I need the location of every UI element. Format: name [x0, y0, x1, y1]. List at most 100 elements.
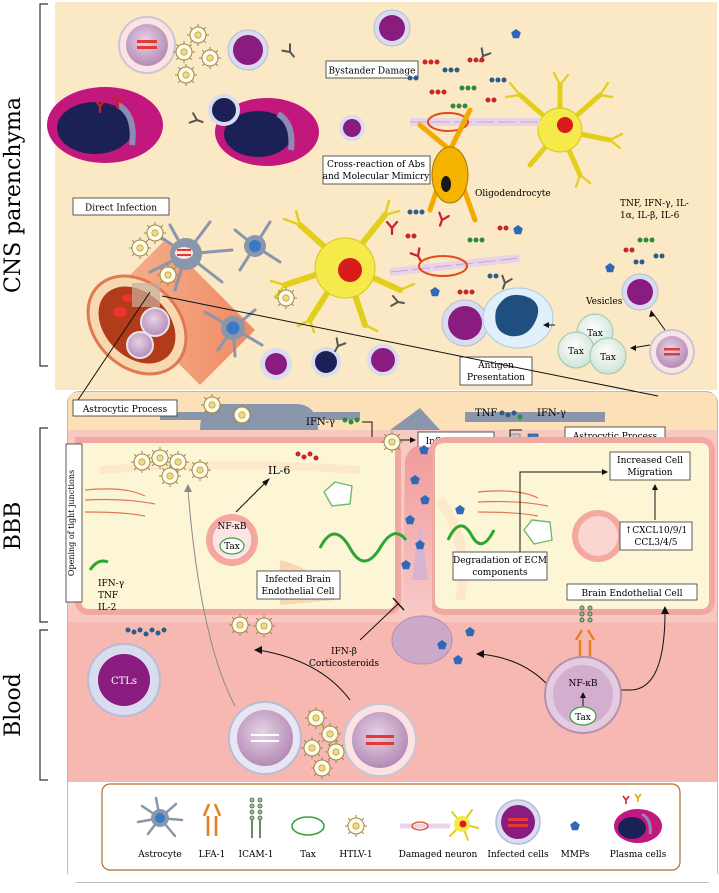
htlv1-virion [228, 613, 252, 637]
antigen-presentation-label-1: Antigen [477, 361, 514, 371]
ecm-fiber [318, 532, 408, 563]
bbb-cytokine-2: TNF [98, 591, 118, 601]
cytokines-label-1: TNF, IFN-γ, IL- [620, 199, 689, 209]
htlv1-virion [128, 236, 152, 260]
vesicle-tax-label: Tax [587, 329, 603, 339]
cytokine-dots [407, 57, 507, 109]
ecm-component [323, 481, 353, 507]
htlv1-virion [172, 40, 196, 64]
astrocytic-process-shape [160, 412, 360, 420]
legend-htlv1-icon [344, 814, 368, 838]
nfkb-label-right: NF-κB [569, 679, 598, 689]
legend-infected-cells-label: Infected cells [487, 850, 549, 860]
ecm-fiber [446, 524, 496, 546]
tax-label-left: Tax [224, 542, 240, 552]
htlv1-virion [188, 458, 212, 482]
arrowhead [661, 606, 669, 614]
astrocyte [203, 308, 264, 358]
bbb-bracket [39, 427, 48, 623]
arrowhead [652, 484, 658, 490]
htlv1-virion [318, 722, 342, 746]
htlv1-virion [310, 756, 334, 780]
htlv1-virion [158, 464, 182, 488]
cytokine-dots [342, 417, 360, 425]
infected-cell [343, 703, 417, 777]
ctl-cell [87, 643, 161, 717]
immune-cell [208, 94, 240, 126]
htlv1-virion [148, 446, 172, 470]
blood-region-label: Blood [1, 673, 26, 737]
legend-icam1-label: ICAM-1 [239, 850, 274, 860]
ecm-degradation-box [452, 551, 548, 581]
immune-cell [311, 347, 341, 377]
infected-endothelial-label-1: Infected Brain [265, 575, 331, 585]
inhibition-line [359, 603, 399, 641]
zoom-line [77, 291, 151, 401]
ifn-gamma-label-left: IFN-γ [306, 417, 335, 428]
vesicle-cluster [557, 313, 627, 375]
legend-mmps-label: MMPs [561, 850, 590, 860]
tight-junctions-label: Opening of tight junctions [67, 470, 76, 576]
increased-migration-label-1: Increased Cell [617, 456, 683, 466]
direct-infection-box [72, 197, 170, 216]
immune-cell [373, 9, 411, 47]
il6-label: IL-6 [268, 464, 290, 477]
bbb-region-label: BBB [1, 502, 26, 551]
bystander-damage-box [325, 60, 419, 79]
ifn-beta-label: IFN-β [331, 647, 357, 657]
arrowhead [254, 646, 262, 654]
immune-cell [227, 29, 269, 71]
tax-label-right: Tax [575, 713, 591, 723]
legend-icam1-icon [249, 797, 263, 838]
tight-junctions-box [65, 443, 83, 603]
antigen-presentation-box [459, 356, 533, 386]
legend-plasma-cell-icon [614, 793, 662, 843]
astrocytic-process-shape [465, 412, 605, 422]
legend-astrocyte-label: Astrocyte [137, 850, 182, 860]
cross-reaction-label-1: Cross-reaction of Abs [327, 160, 425, 170]
ecm-fiber [88, 559, 109, 571]
cross-reaction-box [322, 155, 431, 185]
chemokines-box [619, 521, 693, 551]
increased-migration-box [609, 451, 691, 481]
tnf-label: TNF [475, 408, 497, 419]
htlv1-virion [252, 614, 276, 638]
ctls-label: CTLs [111, 676, 137, 687]
blood-bracket [39, 629, 48, 781]
htlv1-virion [230, 403, 254, 427]
cytokine-dots [295, 451, 319, 461]
blood-vessel [86, 240, 255, 385]
arrow [187, 489, 236, 707]
oligodendrocyte-cell [417, 107, 478, 223]
vesicles-label: Vesicles [585, 297, 623, 307]
cytokine-dots [499, 410, 523, 420]
legend-box [101, 783, 681, 871]
legend-tax-icon [291, 816, 325, 836]
chemokines-label-2: CCL3/4/5 [635, 538, 678, 548]
vesicle-tax-label: Tax [568, 347, 584, 357]
immune-cell [441, 299, 489, 347]
cross-reaction-label-2: and Molecular Mimicry [323, 172, 431, 182]
legend-plasma-cells-label: Plasma cells [610, 850, 667, 860]
legend-lfa1-label: LFA-1 [199, 850, 226, 860]
legend-astrocyte-icon [136, 796, 184, 838]
brain-endothelial-label: Brain Endothelial Cell [582, 589, 683, 599]
plasma-cell [47, 87, 163, 163]
legend-tax-label: Tax [300, 850, 316, 860]
cns-region-label: CNS parenchyma [1, 97, 26, 293]
legend-infected-cell-icon [495, 799, 541, 845]
legend-damaged-neuron-icon [400, 809, 479, 841]
astrocyte [233, 220, 282, 272]
htlv1-virion [200, 393, 224, 417]
infected-cell [649, 329, 695, 375]
htlv1-virion [198, 46, 222, 70]
inhibition-bar [392, 597, 405, 611]
htlv1-virion [304, 706, 328, 730]
arrowhead [476, 650, 484, 658]
htlv1-virion [174, 63, 198, 87]
increased-migration-label-2: Migration [627, 468, 672, 478]
ecm-component [523, 519, 553, 545]
immune-cell [339, 115, 365, 141]
zoom-line [161, 295, 659, 397]
